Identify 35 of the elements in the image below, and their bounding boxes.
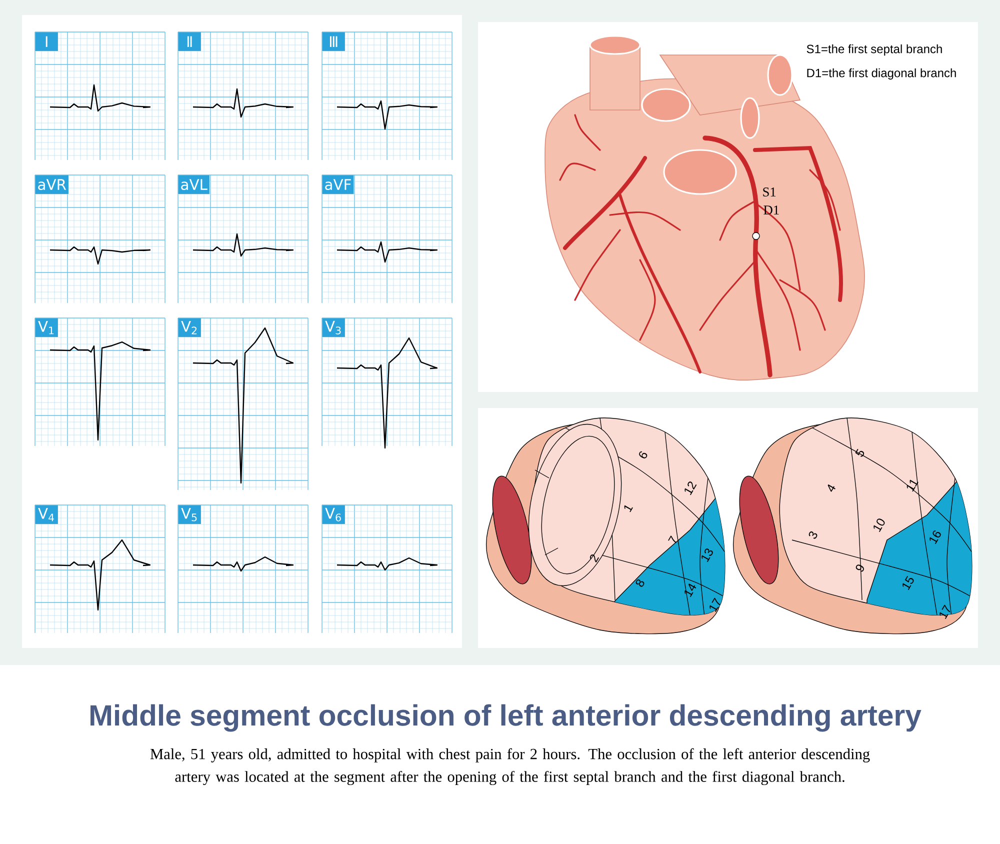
lead-label: aVF — [322, 175, 354, 194]
branch-label: D1 — [764, 206, 779, 214]
segment-number: 2 — [590, 554, 599, 562]
segment-number: 1 — [624, 505, 633, 512]
lead-label: Ⅰ — [35, 32, 58, 51]
branch-label: S1 — [763, 188, 776, 196]
segment-number: 17 — [940, 604, 950, 620]
segment-number: 14 — [684, 583, 696, 598]
legend-note: D1=the first diagonal branch — [807, 68, 956, 80]
segment-number: 11 — [906, 480, 918, 492]
segment-number: 7 — [668, 536, 677, 544]
lead-label: aVR — [35, 175, 68, 194]
segment-number: 4 — [828, 484, 836, 492]
segment-number: 5 — [855, 448, 864, 457]
lead-label: V$_{6}$ — [322, 505, 345, 524]
caption: Male, 51 years old, admitted to hospital with chest pain for 2 hours. The occlusion of the left anterior descending artery was located at the segment after the opening of the first septal branch and the first diagonal branch. — [150, 748, 870, 786]
segment-number: 16 — [930, 530, 941, 544]
title: Middle segment occlusion of left anterior descending artery — [90, 704, 922, 732]
lead-label: V$_{4}$ — [35, 505, 58, 524]
legend-note: S1=the first septal branch — [806, 44, 942, 56]
segment-number: 8 — [636, 579, 644, 587]
segment-number: 17 — [710, 598, 720, 612]
segment-number: 10 — [874, 518, 885, 532]
lead-label: Ⅱ — [178, 32, 201, 51]
lead-label: Ⅲ — [322, 32, 345, 51]
segment-number: 12 — [684, 482, 697, 496]
lead-label: V$_{1}$ — [35, 318, 58, 337]
segment-number: 13 — [702, 548, 713, 562]
lead-label: V$_{3}$ — [322, 318, 345, 337]
segment-number: 3 — [808, 531, 818, 539]
lead-label: V$_{5}$ — [178, 505, 201, 524]
lead-label: aVL — [178, 175, 210, 194]
segment-number: 15 — [902, 576, 914, 590]
lead-label: V$_{2}$ — [178, 318, 201, 337]
segment-number: 6 — [639, 451, 648, 458]
